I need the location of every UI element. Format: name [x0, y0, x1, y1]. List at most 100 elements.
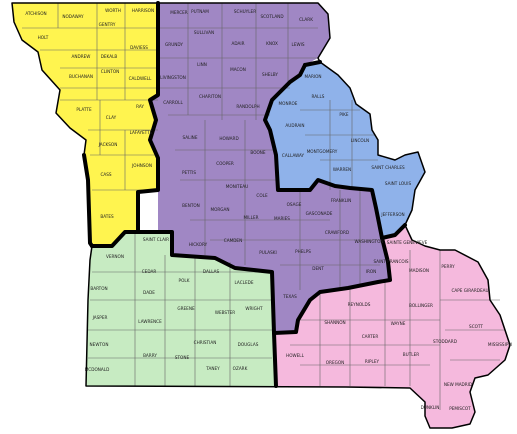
county-label-stone: STONE	[175, 355, 190, 360]
county-label-randolph: RANDOLPH	[236, 104, 259, 109]
county-label-stoddard: STODDARD	[433, 339, 457, 344]
county-label-saint-charles: SAINT CHARLES	[371, 165, 405, 170]
county-label-dekalb: DEKALB	[101, 54, 118, 59]
county-label-jackson: JACKSON	[98, 142, 118, 147]
county-label-camden: CAMDEN	[224, 238, 242, 243]
county-label-moniteau: MONITEAU	[226, 184, 248, 189]
county-label-barry: BARRY	[143, 353, 157, 358]
county-label-andrew: ANDREW	[72, 54, 91, 59]
county-label-cass: CASS	[100, 172, 111, 177]
county-label-shannon: SHANNON	[324, 320, 345, 325]
region-southwest[interactable]	[86, 232, 276, 386]
county-label-monroe: MONROE	[279, 101, 298, 106]
county-label-johnson: JOHNSON	[131, 163, 152, 168]
county-label-boone: BOONE	[250, 150, 266, 155]
county-label-osage: OSAGE	[287, 202, 302, 207]
county-label-perry: PERRY	[441, 264, 455, 269]
county-label-laclede: LACLEDE	[235, 280, 254, 285]
county-label-cooper: COOPER	[216, 161, 234, 166]
county-label-macon: MACON	[230, 67, 246, 72]
county-label-ray: RAY	[136, 104, 144, 109]
county-label-atchison: ATCHISON	[25, 11, 46, 16]
county-label-barton: BARTON	[90, 286, 107, 291]
county-label-wayne: WAYNE	[391, 321, 406, 326]
county-label-knox: KNOX	[266, 41, 278, 46]
region-southeast[interactable]	[274, 225, 510, 428]
county-label-chariton: CHARITON	[199, 94, 221, 99]
county-label-carter: CARTER	[362, 334, 379, 339]
county-label-adair: ADAIR	[231, 41, 244, 46]
county-label-marion: MARION	[304, 74, 321, 79]
county-label-clay: CLAY	[106, 115, 117, 120]
county-label-dunklin: DUNKLIN	[421, 405, 440, 410]
county-label-scotland: SCOTLAND	[260, 14, 283, 19]
county-label-christian: CHRISTIAN	[194, 340, 217, 345]
county-label-lawrence: LAWRENCE	[138, 319, 162, 324]
county-label-vernon: VERNON	[106, 254, 124, 259]
county-label-gasconade: GASCONADE	[306, 211, 333, 216]
county-label-pemiscot: PEMISCOT	[449, 406, 471, 411]
county-label-daviess: DAVIESS	[130, 45, 148, 50]
county-label-lewis: LEWIS	[291, 42, 304, 47]
state-outline	[11, 2, 511, 429]
county-label-sullivan: SULLIVAN	[194, 30, 214, 35]
county-label-maries: MARIES	[274, 216, 290, 221]
county-label-sainte-genevieve: SAINTE GENEVIEVE	[387, 240, 428, 245]
county-label-phelps: PHELPS	[295, 249, 311, 254]
county-label-warren: WARREN	[333, 167, 351, 172]
county-label-oregon: OREGON	[326, 360, 345, 365]
county-label-caldwell: CALDWELL	[129, 76, 152, 81]
county-label-lafayette: LAFAYETTE	[130, 130, 153, 135]
county-label-buchanan: BUCHANAN	[69, 74, 93, 79]
county-label-linn: LINN	[197, 62, 207, 67]
county-label-ripley: RIPLEY	[365, 359, 380, 364]
county-label-livingston: LIVINGSTON	[160, 75, 186, 80]
county-label-jefferson: JEFFERSON	[380, 212, 404, 217]
county-label-taney: TANEY	[205, 366, 220, 371]
county-label-cole: COLE	[256, 193, 268, 198]
county-label-madison: MADISON	[409, 268, 429, 273]
county-label-putnam: PUTNAM	[191, 9, 209, 14]
county-label-morgan: MORGAN	[210, 207, 229, 212]
county-label-dade: DADE	[143, 290, 155, 295]
county-label-clark: CLARK	[299, 17, 313, 22]
county-label-callaway: CALLAWAY	[282, 153, 305, 158]
county-label-harrison: HARRISON	[132, 8, 154, 13]
county-label-webster: WEBSTER	[215, 310, 235, 315]
region-northwest[interactable]	[12, 3, 158, 246]
region-northcentral[interactable]	[150, 3, 390, 333]
county-label-saint-louis: SAINT LOUIS	[385, 181, 412, 186]
county-label-clinton: CLINTON	[101, 69, 120, 74]
county-label-new-madrid: NEW MADRID	[444, 382, 472, 387]
county-label-benton: BENTON	[182, 203, 200, 208]
county-label-ralls: RALLS	[312, 94, 325, 99]
county-label-cedar: CEDAR	[142, 269, 157, 274]
region-fills	[12, 3, 510, 428]
county-label-cape-girardeau: CAPE GIRARDEAU	[451, 288, 488, 293]
county-label-howell: HOWELL	[286, 353, 305, 358]
county-label-mercer: MERCER	[170, 10, 188, 15]
county-label-saint-francois: SAINT FRANCOIS	[373, 259, 408, 264]
county-label-worth: WORTH	[105, 8, 121, 13]
county-label-platte: PLATTE	[76, 107, 92, 112]
county-label-carroll: CARROLL	[163, 100, 183, 105]
county-label-mississippi: MISSISSIPPI	[488, 342, 512, 347]
county-label-montgomery: MONTGOMERY	[307, 149, 338, 154]
county-label-reynolds: REYNOLDS	[348, 302, 371, 307]
county-label-saint-clair: SAINT CLAIR	[143, 237, 169, 242]
county-label-audrain: AUDRAIN	[285, 123, 304, 128]
county-label-pulaski: PULASKI	[259, 250, 277, 255]
county-label-washington: WASHINGTON	[354, 239, 383, 244]
county-label-dallas: DALLAS	[203, 269, 220, 274]
county-label-grundy: GRUNDY	[165, 42, 183, 47]
county-label-franklin: FRANKLIN	[331, 198, 352, 203]
county-label-ozark: OZARK	[233, 366, 248, 371]
county-label-hickory: HICKORY	[189, 242, 208, 247]
county-label-bollinger: BOLLINGER	[409, 303, 433, 308]
region-northeast[interactable]	[265, 62, 425, 238]
county-label-lincoln: LINCOLN	[351, 138, 369, 143]
county-label-schuyler: SCHUYLER	[234, 9, 256, 14]
county-label-miller: MILLER	[243, 215, 258, 220]
